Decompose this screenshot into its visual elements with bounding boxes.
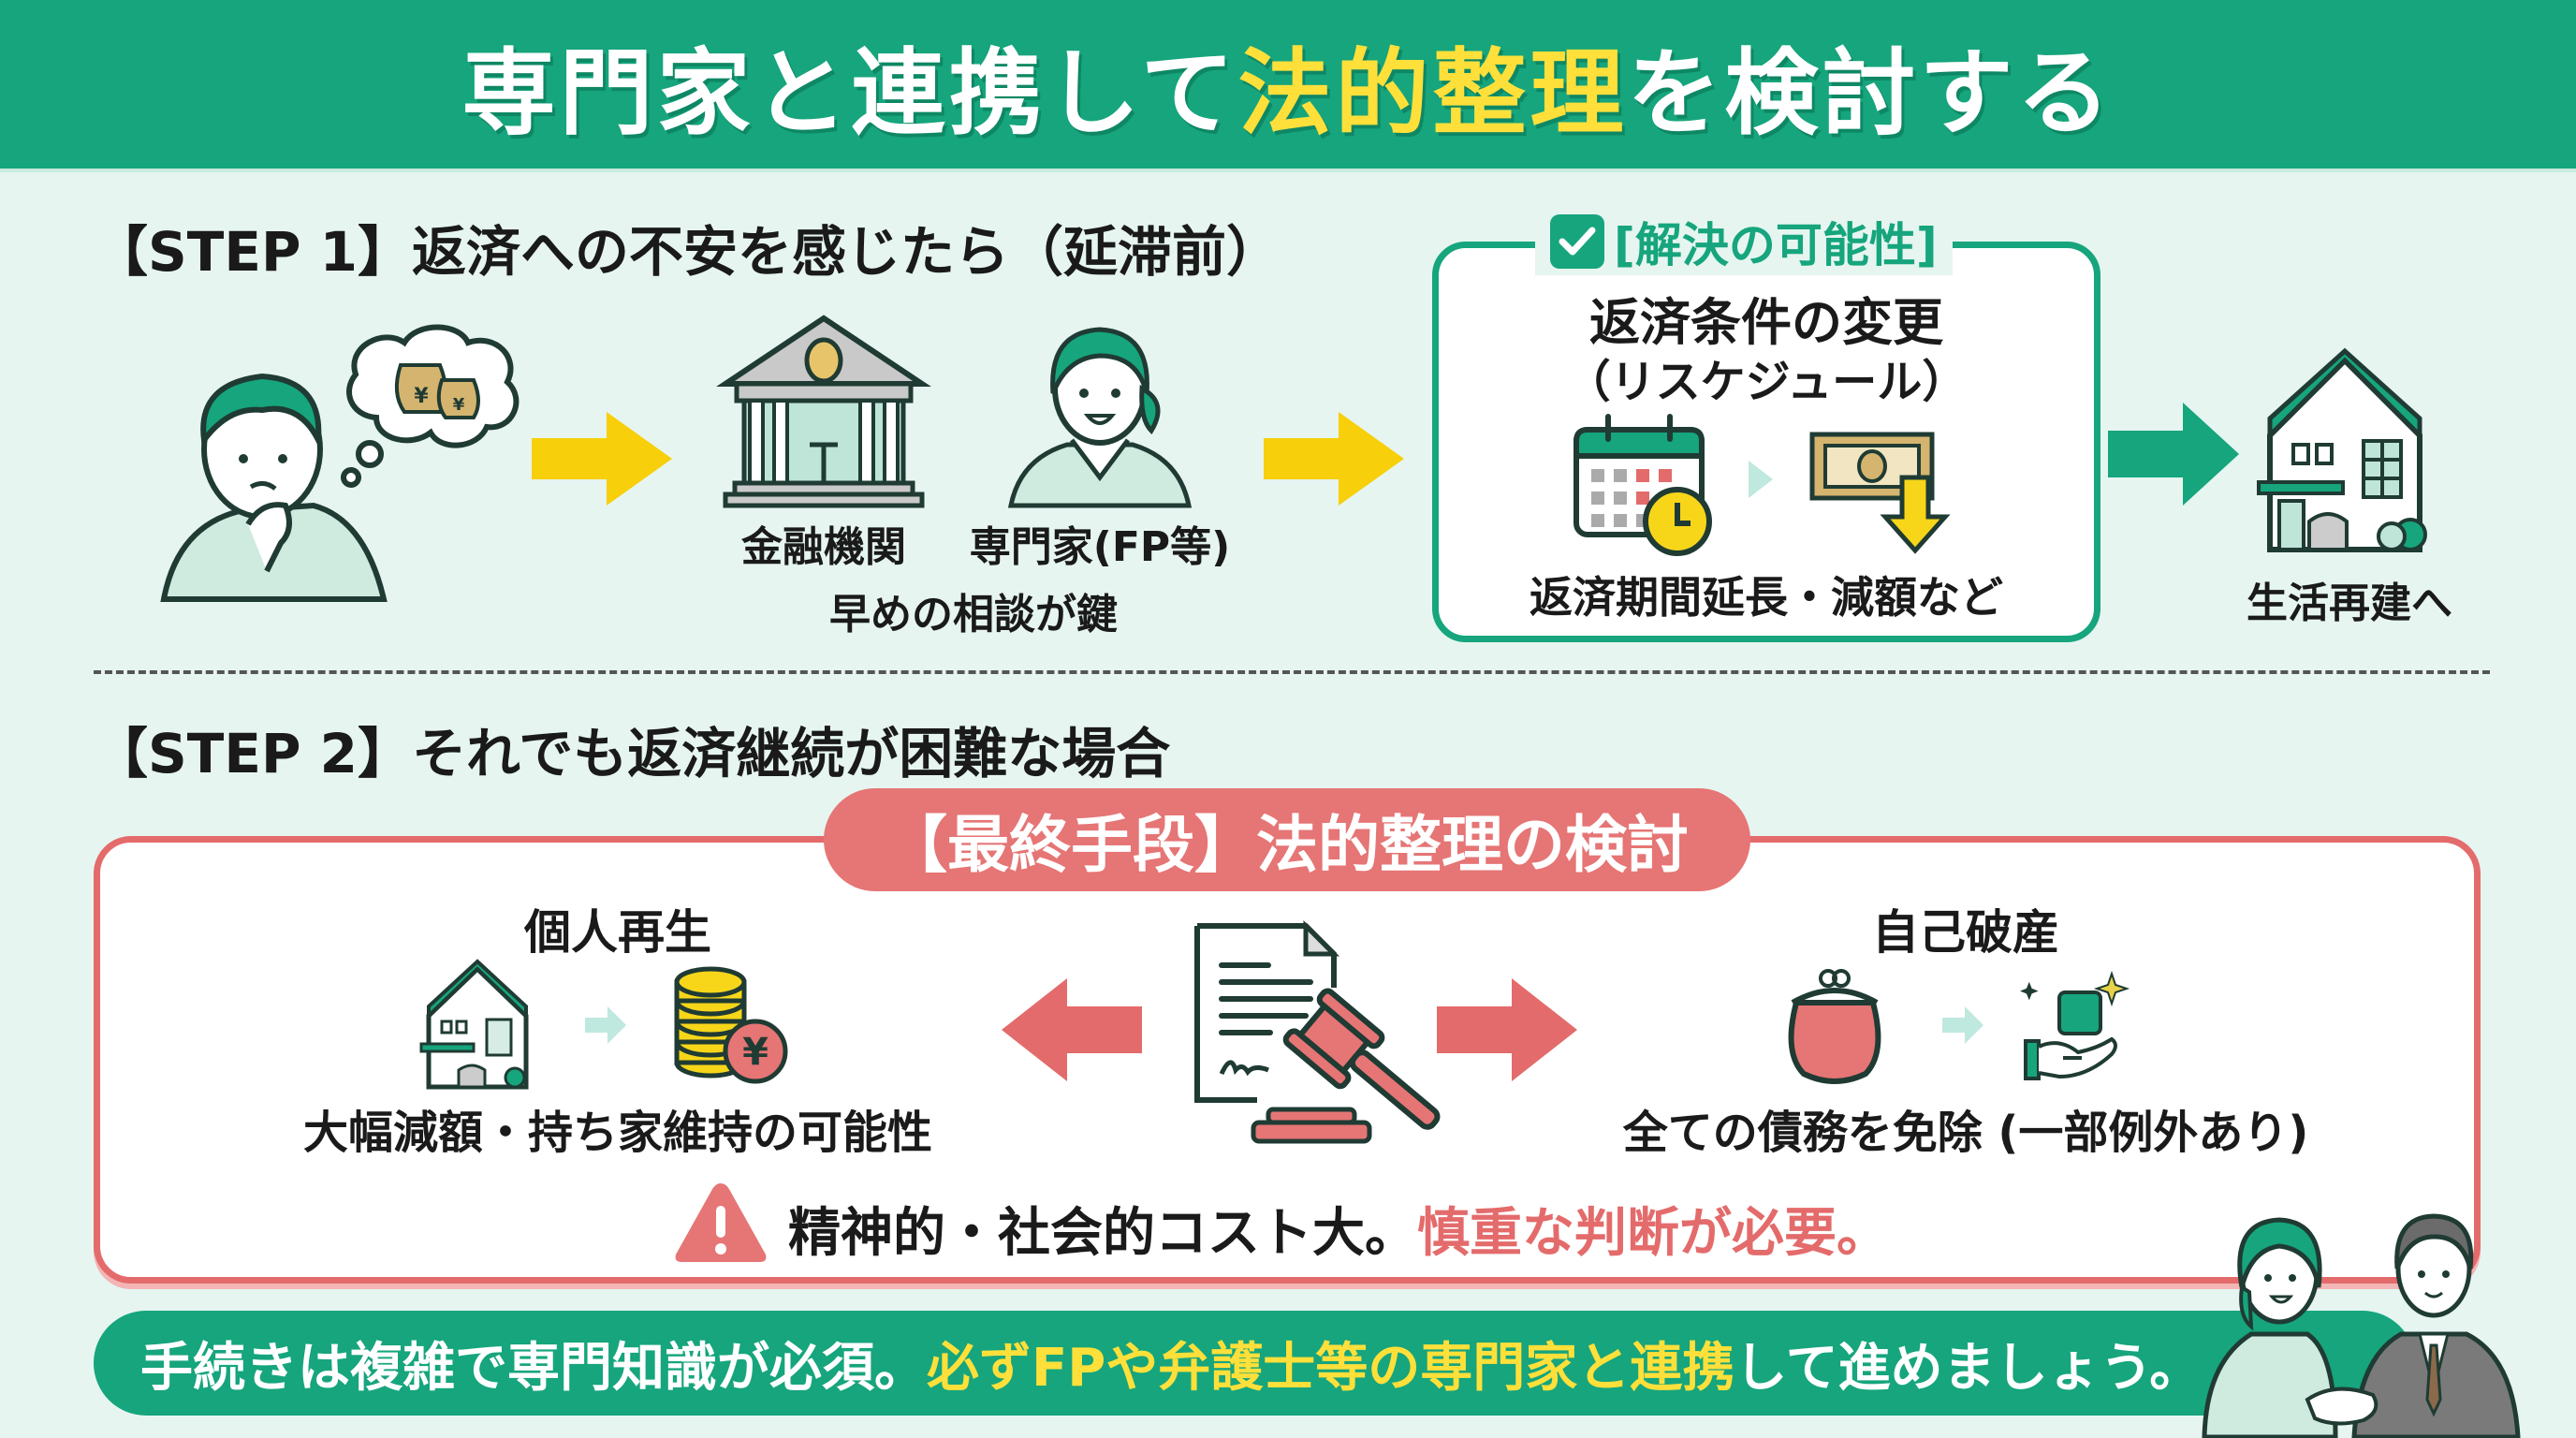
option-left-title: 個人再生: [524, 905, 711, 960]
checkmark-icon: [1550, 214, 1604, 269]
yen-coins-icon: ¥: [669, 966, 791, 1091]
warning-triangle-icon: [672, 1180, 769, 1266]
arrow-right-icon: [532, 412, 672, 506]
yen-money-bag-icon: ¥ ¥: [394, 363, 480, 419]
option-right-caption: 全ての債務を免除 (一部例外あり): [1622, 1107, 2309, 1159]
gavel-document-icon: [1193, 919, 1441, 1147]
page-title: 専門家と連携して法的整理を検討する: [462, 17, 2115, 153]
consult-caption: 早めの相談が鍵: [829, 591, 1118, 638]
bill-decrease-icon: [1808, 431, 1951, 554]
banner-text: 手続きは複雑で専門知識が必須。必ずFPや弁護士等の専門家と連携して進めましょう。: [140, 1326, 2202, 1401]
handshake-people-icon: [2195, 1203, 2532, 1438]
arrow-left-icon: [1002, 978, 1142, 1081]
section-divider: [94, 670, 2490, 674]
hand-banknote-icon: [2020, 970, 2144, 1086]
arrow-right-icon: [2108, 403, 2239, 506]
final-measure-tag-text: 【最終手段】法的整理の検討: [886, 809, 1689, 881]
banner-highlight: 必ずFPや弁護士等の専門家と連携: [927, 1337, 1735, 1399]
banner-text-pre: 手続きは複雑で専門知識が必須。: [140, 1337, 927, 1399]
step2-heading: 【STEP 2】それでも返済継続が困難な場合: [94, 722, 1171, 785]
solution-tag-text: [解決の可能性]: [1614, 218, 1938, 272]
option-right-title: 自己破産: [1872, 905, 2059, 960]
warning-text: 精神的・社会的コスト大。慎重な判断が必要。: [788, 1191, 1889, 1267]
solution-subtitle: （リスケジュール）: [1565, 356, 1968, 408]
banner-text-end: して進めましょう。: [1734, 1337, 2203, 1399]
solution-box: [1432, 242, 2100, 642]
bottom-banner: 手続きは複雑で専門知識が必須。必ずFPや弁護士等の専門家と連携して進めましょう。: [94, 1311, 2415, 1416]
calendar-clock-icon: [1573, 414, 1713, 557]
warning-main: 精神的・社会的コスト大。: [788, 1203, 1417, 1264]
header-banner: 専門家と連携して法的整理を検討する: [0, 0, 2576, 169]
worried-person-icon: ¥ ¥: [159, 309, 534, 609]
svg-text:¥: ¥: [742, 1031, 768, 1074]
arrow-right-icon: [1264, 412, 1404, 506]
step1-heading: 【STEP 1】返済への不安を感じたら（延滞前）: [94, 220, 1281, 284]
outcome-label: 生活再建へ: [2247, 580, 2452, 627]
expert-label: 専門家(FP等): [969, 523, 1231, 571]
small-arrow-icon: [1942, 1006, 1983, 1044]
small-arrow-icon: [1749, 461, 1773, 498]
svg-text:¥: ¥: [453, 395, 465, 415]
house-icon: [419, 959, 534, 1091]
female-advisor-icon: [1002, 318, 1198, 508]
solution-caption: 返済期間延長・減額など: [1530, 572, 2003, 623]
warning-emphasis: 慎重な判断が必要。: [1417, 1203, 1889, 1264]
option-left-caption: 大幅減額・持ち家維持の可能性: [302, 1107, 932, 1159]
purse-icon: [1783, 969, 1886, 1086]
solution-title: 返済条件の変更: [1589, 293, 1943, 352]
house-icon: [2251, 347, 2457, 557]
solution-tag: [解決の可能性]: [1535, 208, 1953, 275]
bank-icon: [716, 315, 931, 508]
title-pre: 専門家と連携して: [461, 37, 1238, 148]
title-highlight: 法的整理: [1237, 37, 1628, 148]
svg-text:¥: ¥: [414, 385, 429, 408]
bank-label: 金融機関: [741, 523, 906, 571]
arrow-right-icon: [1437, 978, 1577, 1081]
final-measure-tag: 【最終手段】法的整理の検討: [824, 788, 1750, 891]
small-arrow-icon: [585, 1006, 626, 1044]
title-post: を検討する: [1627, 37, 2115, 148]
